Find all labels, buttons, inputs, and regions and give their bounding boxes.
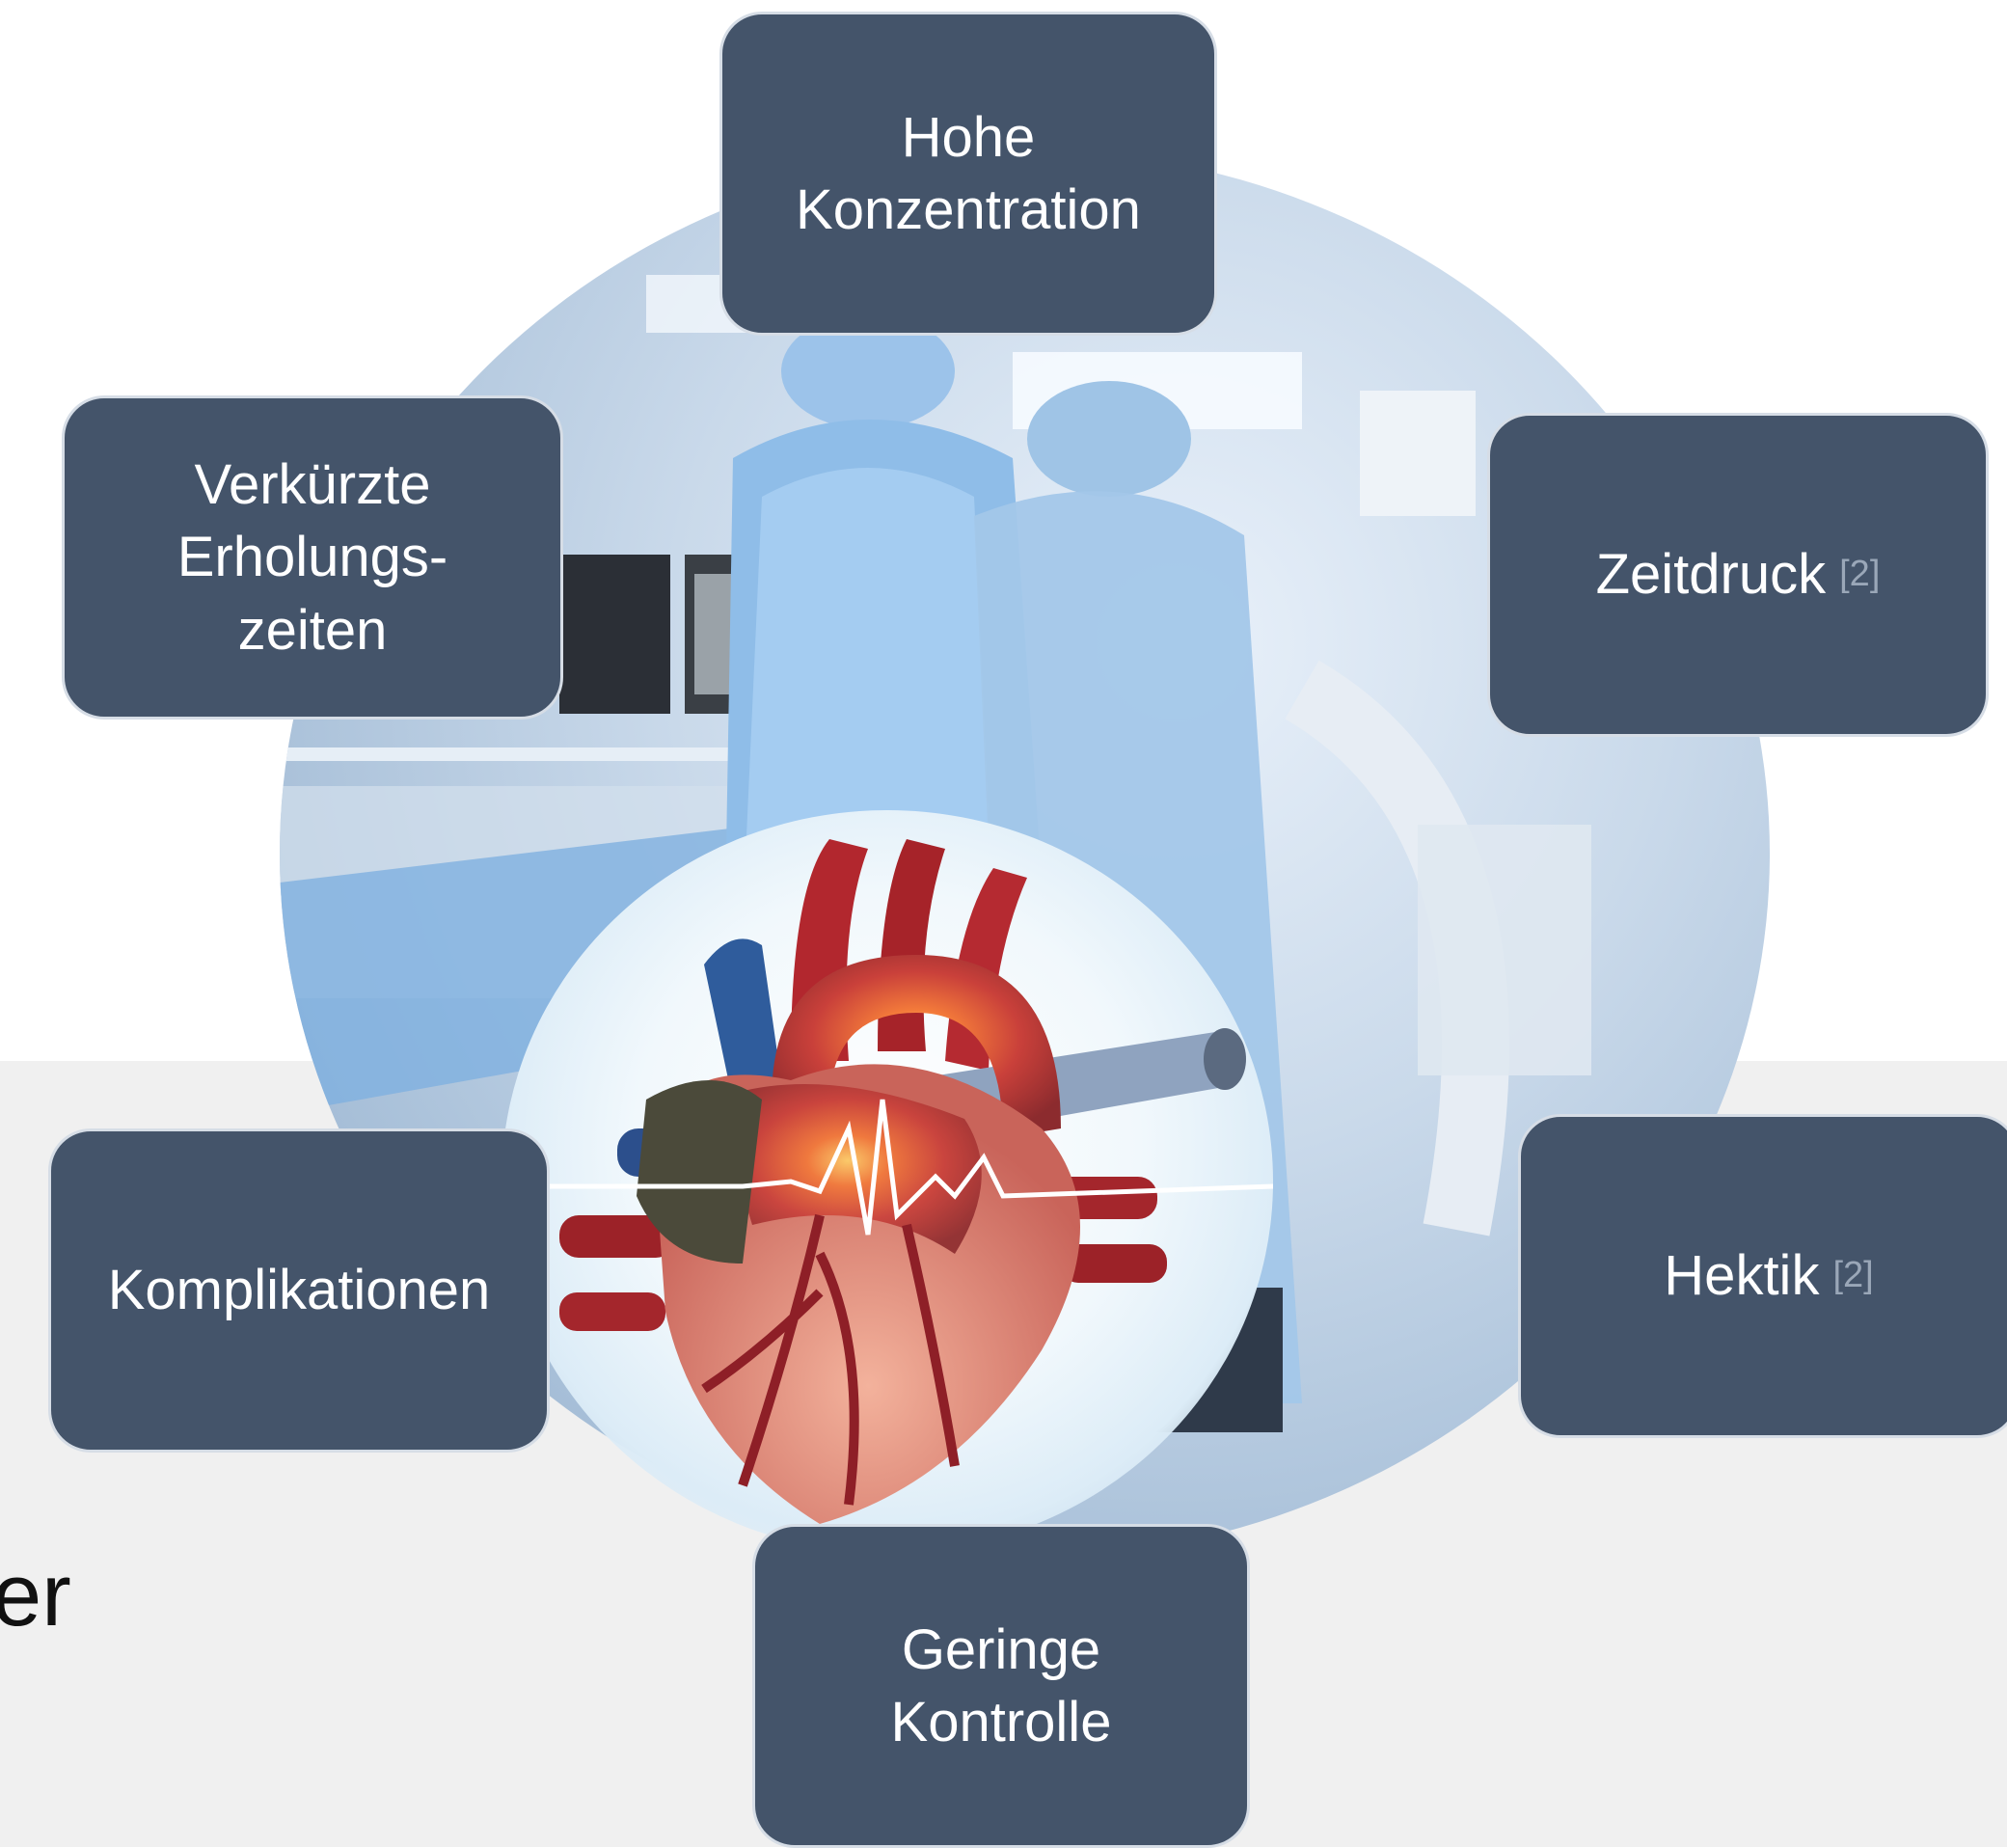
node-label: Zeitdruck <box>1596 538 1827 611</box>
node-komplikationen: Komplikationen <box>48 1128 550 1453</box>
reference-marker: [2] <box>1839 551 1880 598</box>
node-label: Geringe Kontrolle <box>891 1614 1112 1759</box>
node-label: Hohe Konzentration <box>796 101 1141 247</box>
node-hektik: Hektik [2] <box>1518 1114 2007 1438</box>
node-verkuerzte-erholungszeiten: Verkürzte Erholungs- zeiten <box>62 395 563 720</box>
cut-off-text: er <box>0 1551 71 1640</box>
node-hohe-konzentration: Hohe Konzentration <box>719 12 1217 336</box>
node-label: Verkürzte Erholungs- zeiten <box>177 448 448 666</box>
node-label: Hektik <box>1664 1239 1819 1312</box>
reference-marker: [2] <box>1832 1252 1873 1299</box>
heart-illustration <box>502 810 1273 1553</box>
node-geringe-kontrolle: Geringe Kontrolle <box>752 1524 1250 1848</box>
node-label: Komplikationen <box>108 1254 491 1326</box>
node-zeitdruck: Zeitdruck [2] <box>1487 413 1989 737</box>
